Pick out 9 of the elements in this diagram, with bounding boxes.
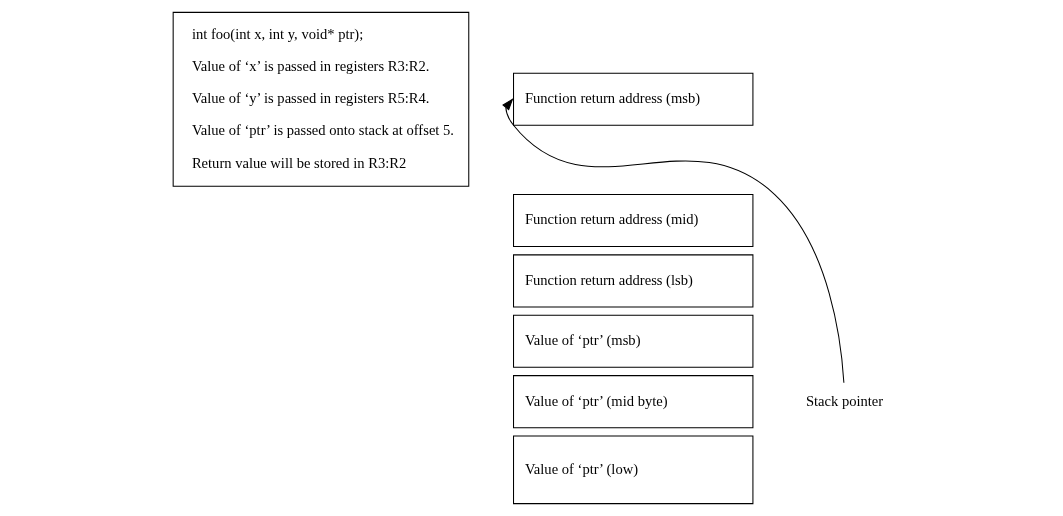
- node-box: int foo(int x, int y, void* ptr); Value of ‘x’ is passed in registers R3:R2. Value of ‘y’ is passed in registers R5:R4. Value of ‘ptr’ is passed onto stack at offset 5. Return value will be stored in R3:R2: [172, 11, 469, 187]
- node-box: Function return address (lsb): [512, 254, 753, 308]
- node-box: Value of ‘ptr’ (mid byte): [512, 375, 753, 429]
- node-box: Value of ‘ptr’ (low): [512, 435, 753, 505]
- node-box: Function return address (mid): [512, 194, 753, 248]
- node-box: Function return address (msb): [512, 72, 753, 126]
- node-text: Stack pointer: [805, 392, 883, 409]
- node-box: Value of ‘ptr’ (msb): [512, 314, 753, 368]
- arrow: [501, 98, 844, 384]
